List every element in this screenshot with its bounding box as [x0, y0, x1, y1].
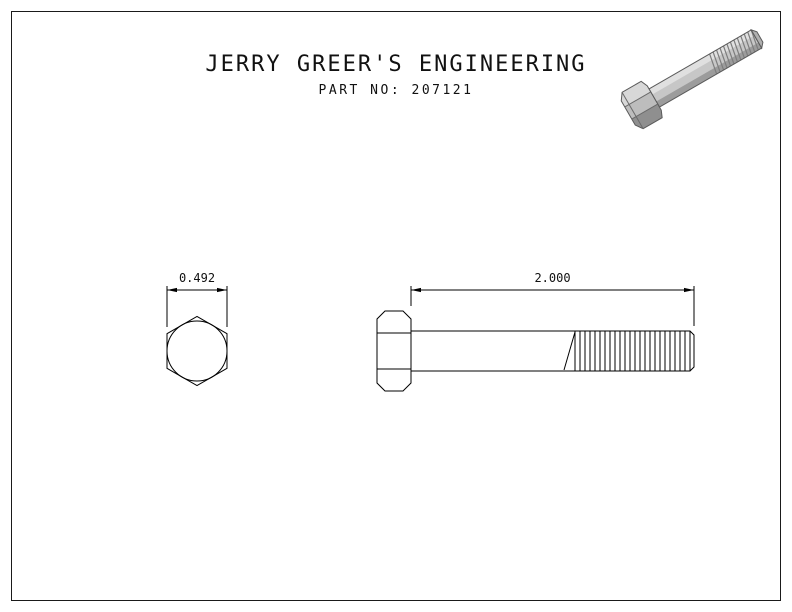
title-block: JERRY GREER'S ENGINEERING PART NO: 20712… — [0, 52, 792, 98]
hex-head-front-view — [166, 315, 228, 387]
inscribed-circle — [166, 320, 228, 382]
hex-head-side — [376, 310, 412, 392]
thread-runout — [563, 331, 576, 371]
iso-thread-lines — [709, 29, 759, 75]
iso-shaft-shadow — [656, 42, 762, 108]
hexagon-outline — [166, 315, 228, 387]
dim-length-label: 2.000 — [534, 271, 570, 285]
iso-shaft — [648, 29, 762, 108]
dim-arrow-left — [167, 287, 177, 293]
dim-arrow-right — [217, 287, 227, 293]
dim-across-flats-label: 0.492 — [179, 271, 215, 285]
part-number: PART NO: 207121 — [318, 83, 474, 98]
iso-tip — [750, 29, 764, 50]
dim-arrow-left — [411, 287, 421, 293]
iso-hex-head — [620, 80, 663, 130]
iso-shaft-highlight — [648, 29, 755, 95]
drawing-border — [11, 11, 781, 601]
thread-lines — [574, 331, 691, 371]
bolt-isometric-render — [620, 29, 764, 130]
dim-length: 2.000 — [410, 271, 695, 326]
dim-across-flats: 0.492 — [166, 271, 228, 327]
drawing-title: JERRY GREER'S ENGINEERING — [205, 52, 587, 77]
bolt-side-view — [376, 310, 695, 392]
bolt-shank — [410, 330, 695, 372]
dim-arrow-right — [684, 287, 694, 293]
